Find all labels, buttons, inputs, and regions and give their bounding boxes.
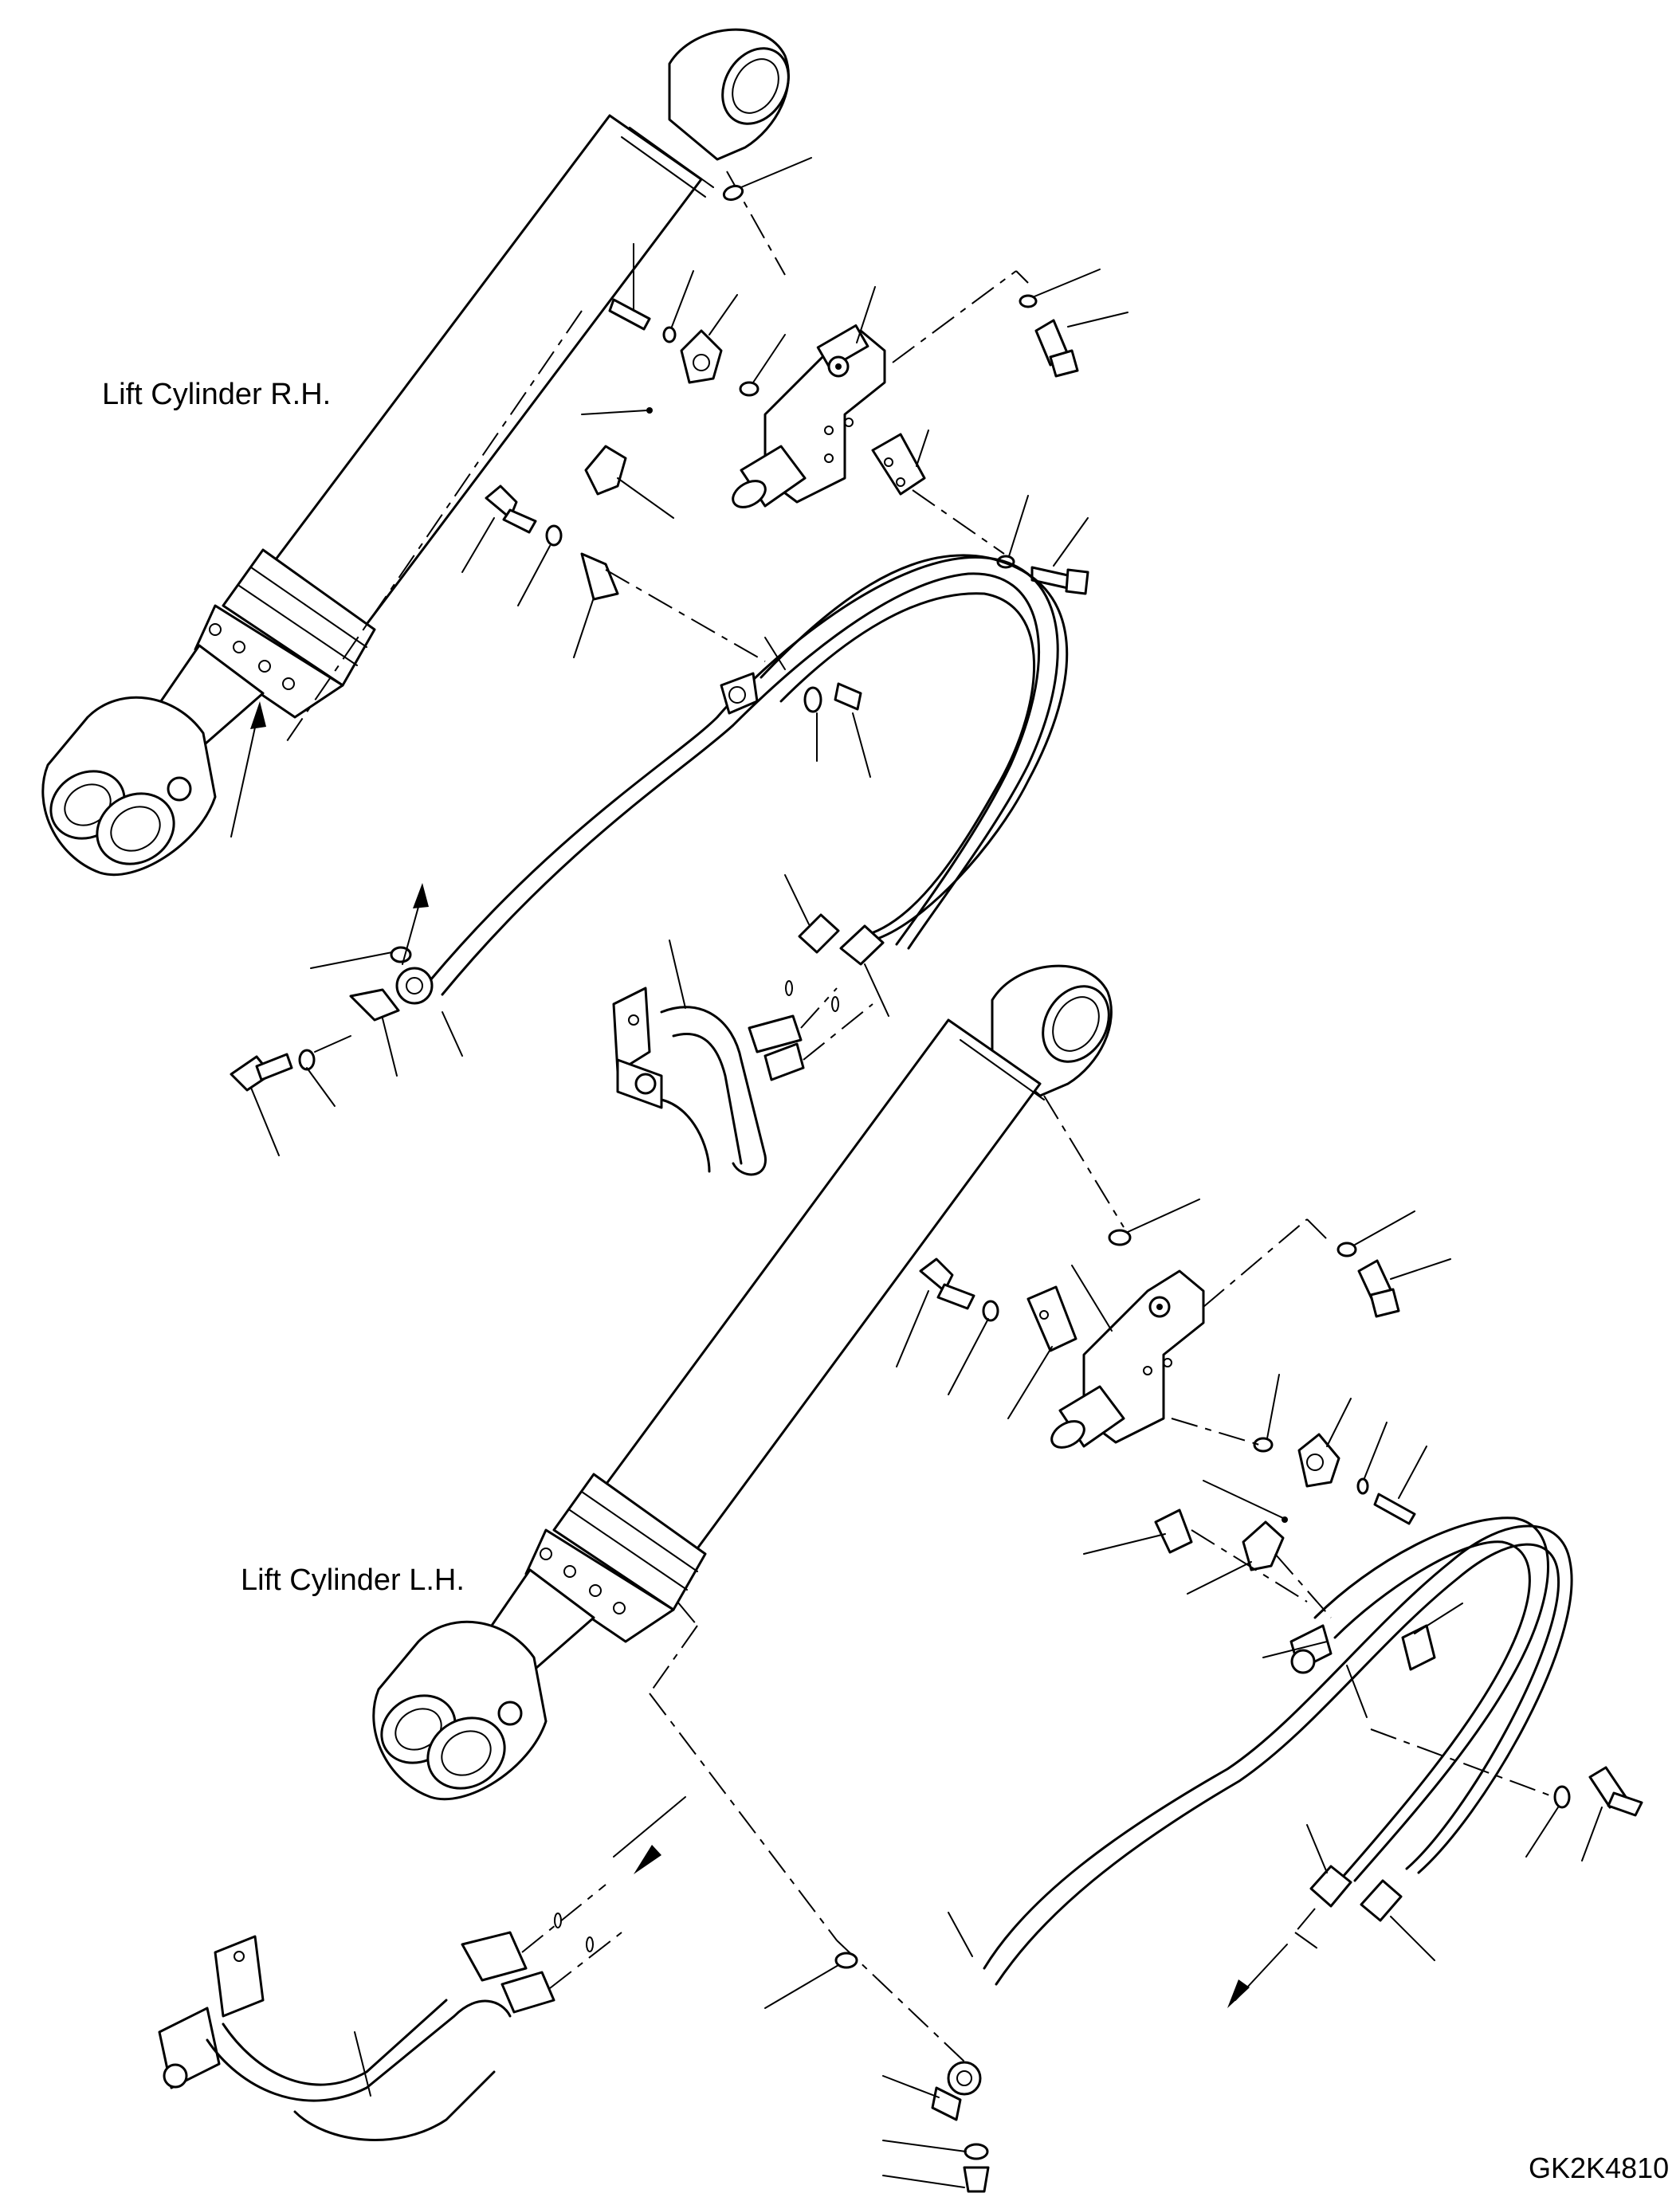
pipe-manifold-lh [158, 1796, 686, 2141]
lift-cylinder-lh-label: Lift Cylinder L.H. [241, 1563, 465, 1597]
valve-block-lh [1050, 1269, 1205, 1449]
valve-block-rh [732, 324, 886, 508]
lift-cylinder-rh-label: Lift Cylinder R.H. [102, 378, 332, 411]
drawing-code: GK2K4810 [1529, 2152, 1670, 2184]
pipe-manifold-rh [612, 940, 873, 1176]
lift-cylinder-lh [372, 964, 1113, 1801]
hose-assembly-lh [948, 1516, 1643, 2008]
lift-cylinder-rh [41, 28, 790, 877]
hose-assembly-rh [230, 554, 1069, 1156]
